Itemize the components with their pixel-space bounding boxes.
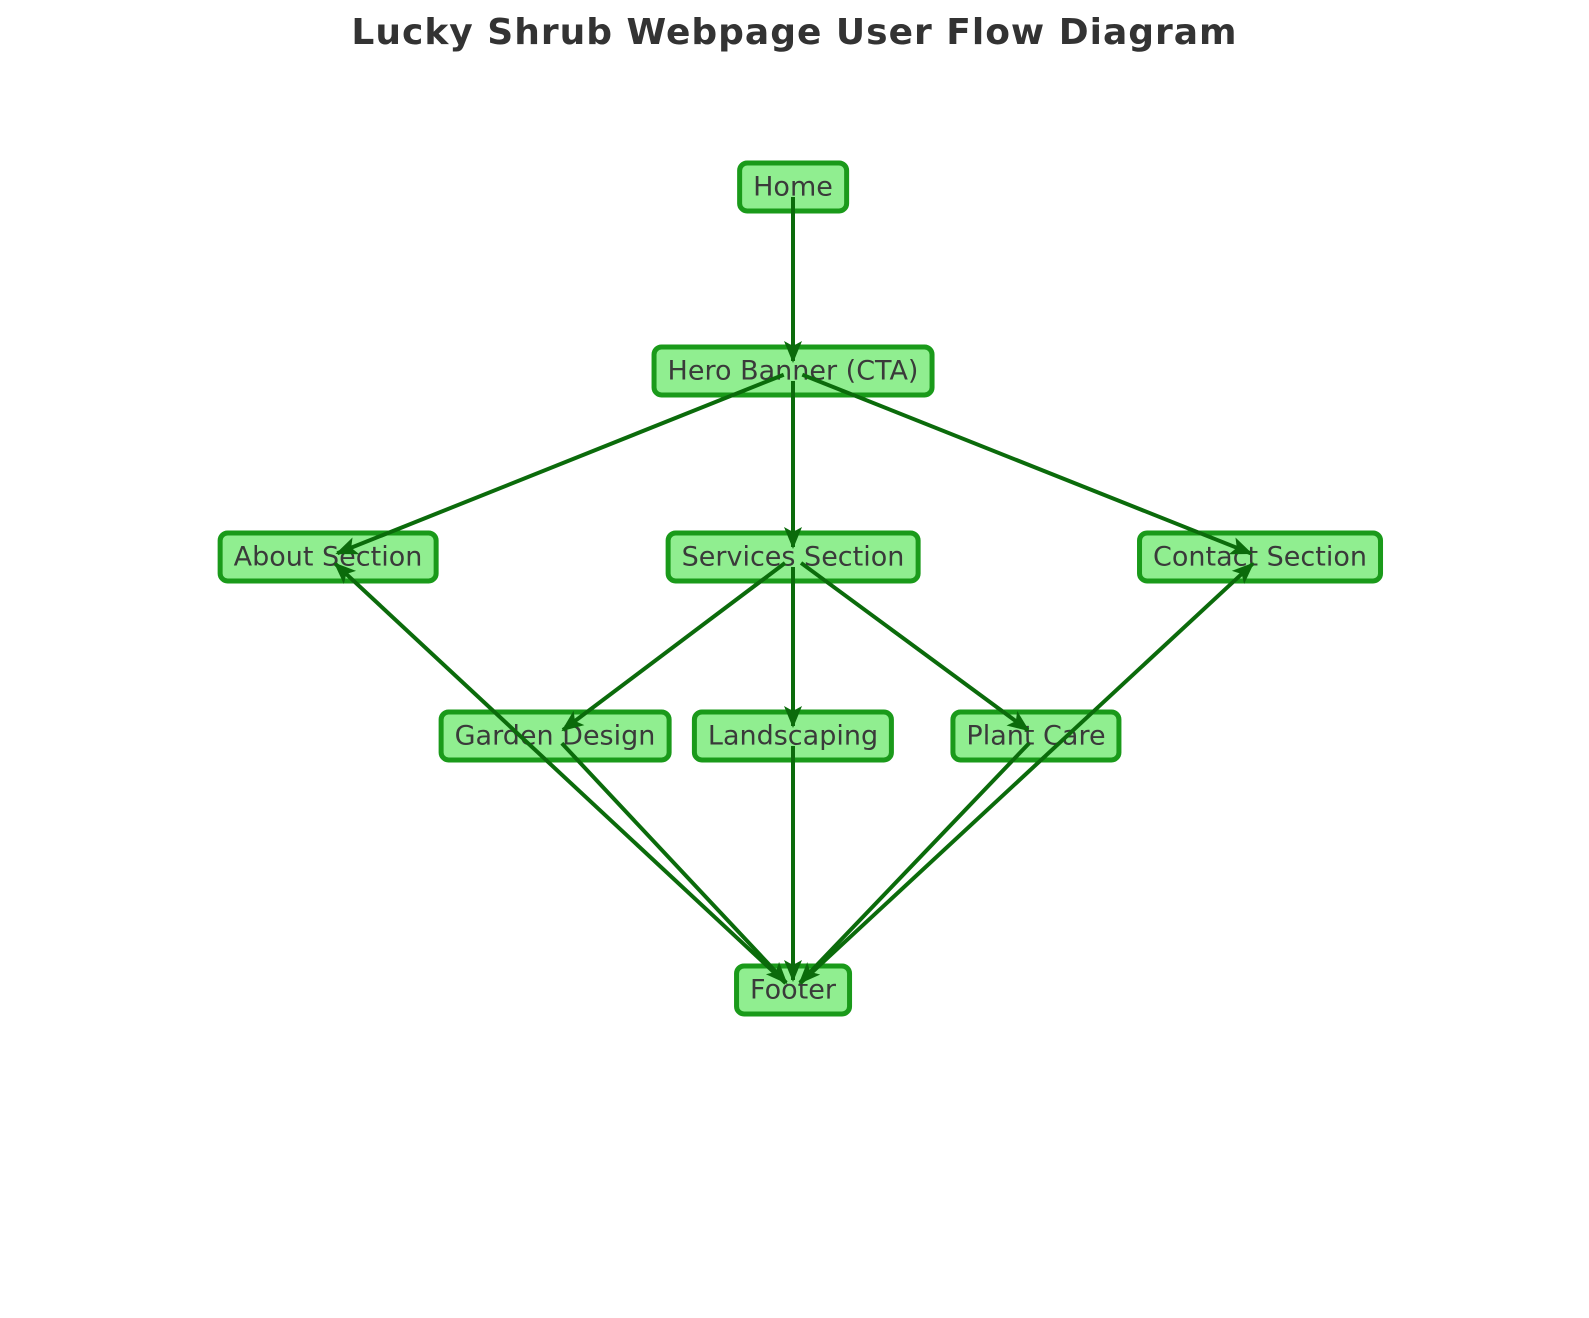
node-contact: Contact Section (1137, 530, 1383, 584)
node-home: Home (737, 160, 849, 214)
node-hero: Hero Banner (CTA) (651, 344, 935, 398)
node-garden: Garden Design (438, 709, 672, 763)
node-about: About Section (217, 530, 439, 584)
node-landscaping: Landscaping (691, 709, 895, 763)
node-footer: Footer (734, 963, 852, 1017)
node-plantcare: Plant Care (950, 709, 1122, 763)
diagram-title: Lucky Shrub Webpage User Flow Diagram (351, 12, 1238, 53)
node-services: Services Section (665, 530, 921, 584)
